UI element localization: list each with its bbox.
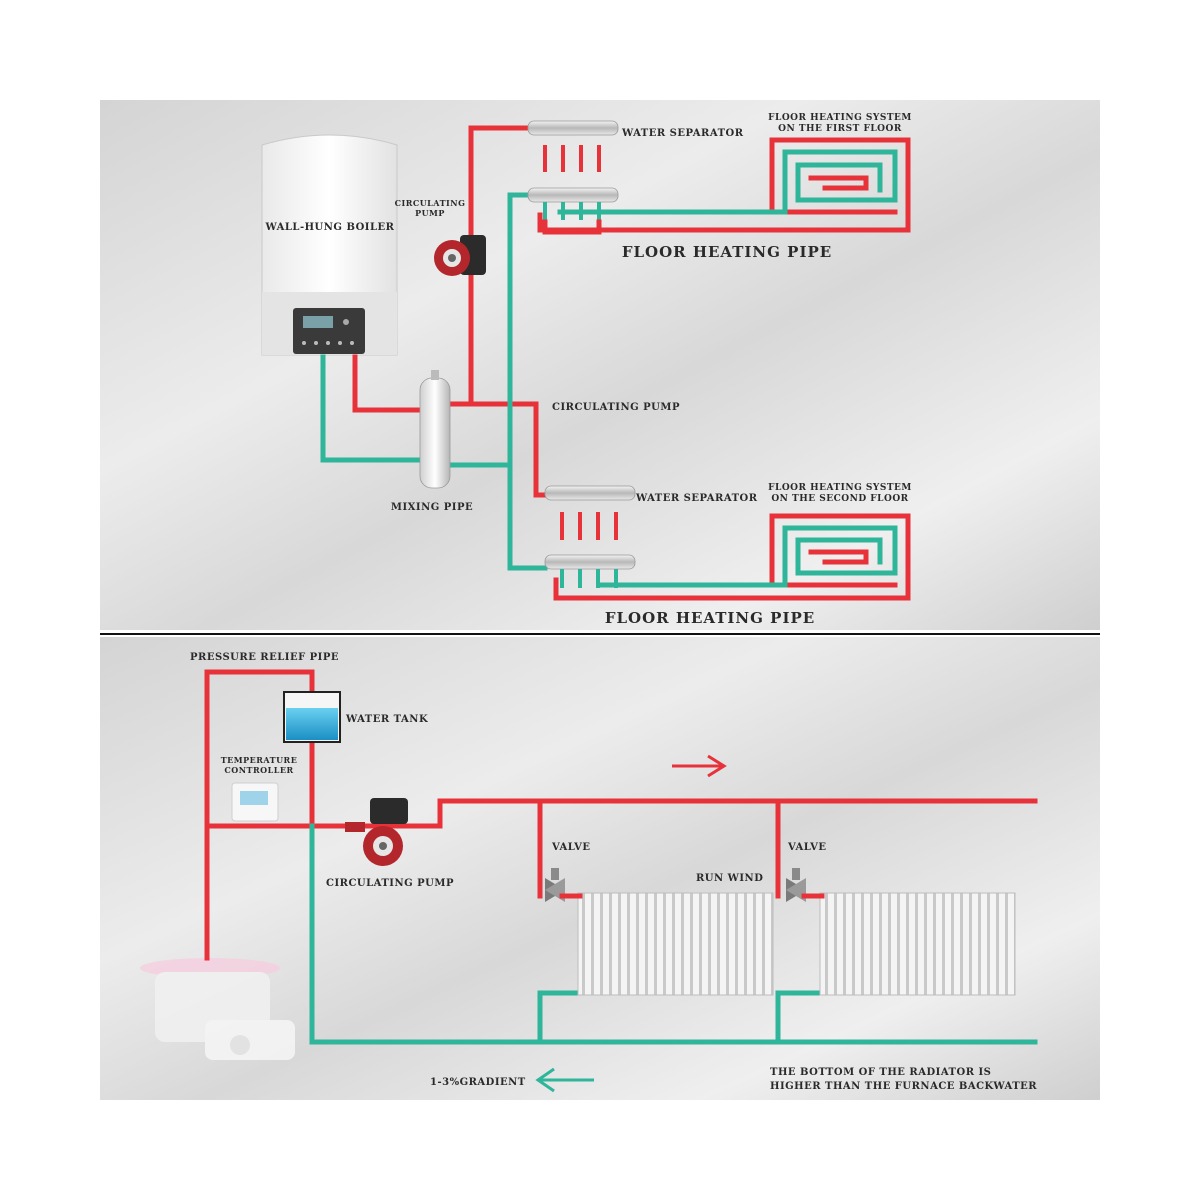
flow-arrow-icon — [672, 754, 727, 778]
boiler-label: WALL-HUNG BOILER — [265, 222, 395, 233]
valve-2: VALVE — [786, 842, 826, 902]
radiator-note-line2: HIGHER THAN THE FURNACE BACKWATER — [770, 1081, 1037, 1092]
circulating-pump-label-bottom: CIRCULATING PUMP — [326, 878, 454, 889]
circulating-pump-small: CIRCULATING PUMP — [395, 198, 486, 276]
pump-small-label-line2: PUMP — [415, 208, 445, 218]
floor-heating-pipe-label-2: FLOOR HEATING PIPE — [605, 609, 815, 627]
mixing-pipe: MIXING PIPE — [391, 370, 473, 513]
water-tank: WATER TANK — [283, 691, 428, 743]
gradient-label: 1-3%GRADIENT — [430, 1077, 526, 1088]
radiator-2 — [801, 892, 1016, 996]
top-panel-background — [100, 100, 1100, 630]
valve-1-label: VALVE — [551, 842, 590, 853]
pump-small-label-line1: CIRCULATING — [395, 198, 466, 208]
return-arrow-icon — [535, 1067, 594, 1093]
floor2-label-line1: FLOOR HEATING SYSTEM — [768, 483, 912, 493]
temp-controller-label-line2: CONTROLLER — [224, 765, 293, 775]
floor1-label-line1: FLOOR HEATING SYSTEM — [768, 113, 912, 123]
floor-heating-pipe-label-1: FLOOR HEATING PIPE — [622, 243, 832, 261]
mixing-pipe-label: MIXING PIPE — [391, 502, 473, 513]
pressure-relief-label: PRESSURE RELIEF PIPE — [190, 652, 339, 663]
water-tank-label: WATER TANK — [345, 714, 428, 725]
boiler-control-panel — [293, 308, 365, 354]
wall-hung-boiler: WALL-HUNG BOILER — [261, 134, 398, 356]
water-separator-1: WATER SEPARATOR — [527, 120, 744, 235]
temp-controller-label-line1: TEMPERATURE — [221, 755, 298, 765]
circulating-pump-label-top: CIRCULATING PUMP — [552, 402, 680, 413]
separator-2-label: WATER SEPARATOR — [635, 493, 758, 504]
water-separator-2: WATER SEPARATOR — [544, 485, 758, 588]
top-pipework — [320, 125, 911, 601]
bottom-pipework — [204, 669, 1038, 1045]
separator-1-label: WATER SEPARATOR — [621, 128, 744, 139]
floor2-label-line2: ON THE SECOND FLOOR — [771, 494, 908, 504]
radiator-note-line1: THE BOTTOM OF THE RADIATOR IS — [770, 1067, 991, 1078]
valve-2-label: VALVE — [787, 842, 826, 853]
run-wind-label: RUN WIND — [696, 873, 763, 884]
floor-boiler — [140, 958, 295, 1060]
radiator-1 — [559, 892, 774, 996]
circulating-pump-main: CIRCULATING PUMP — [326, 798, 454, 889]
floor1-label-line2: ON THE FIRST FLOOR — [778, 124, 902, 134]
temperature-controller: TEMPERATURE CONTROLLER — [221, 755, 298, 822]
